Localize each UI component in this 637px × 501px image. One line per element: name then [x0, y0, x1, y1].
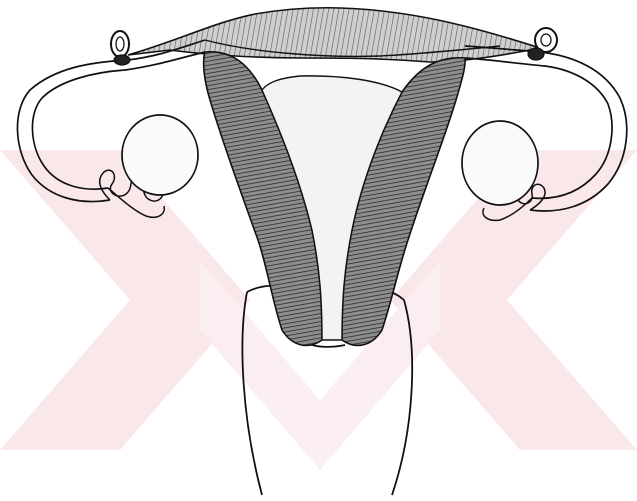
ovary-right — [462, 121, 538, 205]
clip-ring-left — [111, 31, 130, 65]
ovary-left — [122, 115, 198, 195]
uterine-fundus — [128, 8, 540, 62]
clip-ring-right — [528, 28, 557, 60]
